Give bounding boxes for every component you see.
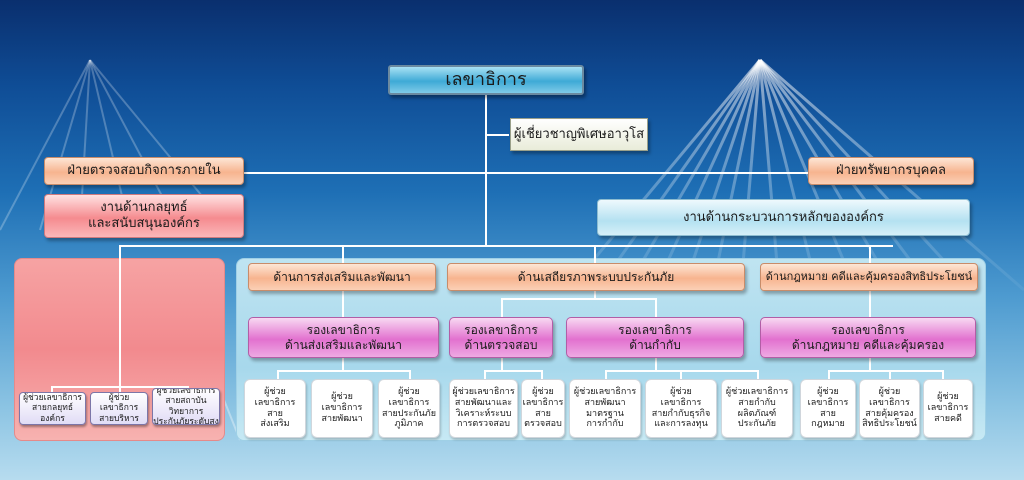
connector-line — [942, 370, 944, 379]
connector-line — [680, 370, 682, 379]
senior-advisor-box[interactable]: ผู้เชี่ยวชาญพิเศษอาวุโส — [510, 118, 648, 151]
connector-line — [484, 370, 486, 379]
connector-line — [889, 370, 891, 379]
connector-line — [594, 245, 596, 263]
assistant-box[interactable]: ผู้ช่วย เลขาธิการ สายกำกับธุรกิจ และการล… — [645, 379, 717, 438]
assistant-box[interactable]: ผู้ช่วย เลขาธิการ สายคดี — [923, 379, 973, 438]
assistant-box[interactable]: ผู้ช่วยเลขาธิการ สายกลยุทธ์องค์กร — [19, 392, 86, 425]
connector-line — [51, 386, 53, 392]
connector-line — [342, 291, 344, 317]
connector-line — [342, 358, 344, 371]
secretary-general-box[interactable]: เลขาธิการ — [388, 65, 584, 95]
assistant-box[interactable]: ผู้ช่วยเลขาธิการ สายพัฒนาและ วิเคราะห์ระ… — [449, 379, 518, 438]
assistant-box[interactable]: ผู้ช่วย เลขาธิการ สายประกันภัย ภูมิภาค — [378, 379, 440, 438]
connector-line — [541, 370, 543, 379]
assistant-box[interactable]: ผู้ช่วยเลขาธิการ สายบริหาร — [90, 392, 148, 425]
connector-line — [828, 370, 830, 379]
connector-line — [485, 94, 487, 246]
connector-line — [119, 386, 121, 392]
deputy-legal-box[interactable]: รองเลขาธิการ ด้านกฎหมาย คดีและคุ้มครอง — [760, 317, 976, 358]
assistant-box[interactable]: ผู้ช่วย เลขาธิการ สายคุ้มครอง สิทธิประโย… — [859, 379, 920, 438]
division-promotion-header[interactable]: ด้านการส่งเสริมและพัฒนา — [248, 263, 436, 291]
connector-line — [757, 370, 759, 379]
strategy-box[interactable]: งานด้านกลยุทธ์ และสนับสนุนองค์กร — [44, 194, 244, 238]
assistant-box[interactable]: ผู้ช่วยเลขาธิการ สายพัฒนา มาตรฐาน การกำก… — [569, 379, 641, 438]
hr-box[interactable]: ฝ่ายทรัพยากรบุคคล — [808, 157, 974, 185]
division-legal-header[interactable]: ด้านกฎหมาย คดีและคุ้มครองสิทธิประโยชน์ — [760, 263, 978, 291]
connector-line — [828, 370, 943, 372]
deputy-promotion-box[interactable]: รองเลขาธิการ ด้านส่งเสริมและพัฒนา — [248, 317, 439, 358]
assistant-box[interactable]: ผู้ช่วยเลขาธิการ สายกำกับผลิตภัณฑ์ ประกั… — [721, 379, 793, 438]
connector-line — [501, 298, 657, 300]
assistant-box[interactable]: ผู้ช่วย เลขาธิการ สายพัฒนา — [311, 379, 373, 438]
connector-line — [869, 291, 871, 317]
connector-line — [487, 134, 509, 136]
internal-audit-box[interactable]: ฝ่ายตรวจสอบกิจการภายใน — [44, 157, 244, 185]
division-stability-header[interactable]: ด้านเสถียรภาพระบบประกันภัย — [447, 263, 745, 291]
connector-line — [277, 370, 411, 372]
assistant-box[interactable]: ผู้ช่วย เลขาธิการ สาย ตรวจสอบ — [521, 379, 565, 438]
connector-line — [409, 370, 411, 379]
core-process-box[interactable]: งานด้านกระบวนการหลักขององค์กร — [597, 199, 970, 236]
connector-line — [655, 358, 657, 371]
connector-line — [484, 370, 543, 372]
connector-line — [119, 245, 893, 247]
assistant-box[interactable]: ผู้ช่วยเลขาธิการ สายสถาบันวิทยาการ ประกั… — [152, 388, 220, 425]
connector-line — [342, 245, 344, 263]
connector-line — [869, 245, 871, 263]
connector-line — [501, 298, 503, 317]
connector-line — [869, 358, 871, 371]
assistant-box[interactable]: ผู้ช่วย เลขาธิการ สาย กฎหมาย — [800, 379, 856, 438]
connector-line — [605, 370, 607, 379]
connector-line — [605, 370, 759, 372]
connector-line — [655, 298, 657, 317]
connector-line — [119, 245, 121, 388]
connector-line — [501, 358, 503, 371]
connector-line — [277, 370, 279, 379]
deputy-supervision-box[interactable]: รองเลขาธิการ ด้านกำกับ — [566, 317, 744, 358]
connector-line — [244, 172, 808, 174]
deputy-audit-box[interactable]: รองเลขาธิการ ด้านตรวจสอบ — [449, 317, 553, 358]
connector-line — [594, 291, 596, 299]
assistant-box[interactable]: ผู้ช่วย เลขาธิการ สาย ส่งเสริม — [244, 379, 306, 438]
